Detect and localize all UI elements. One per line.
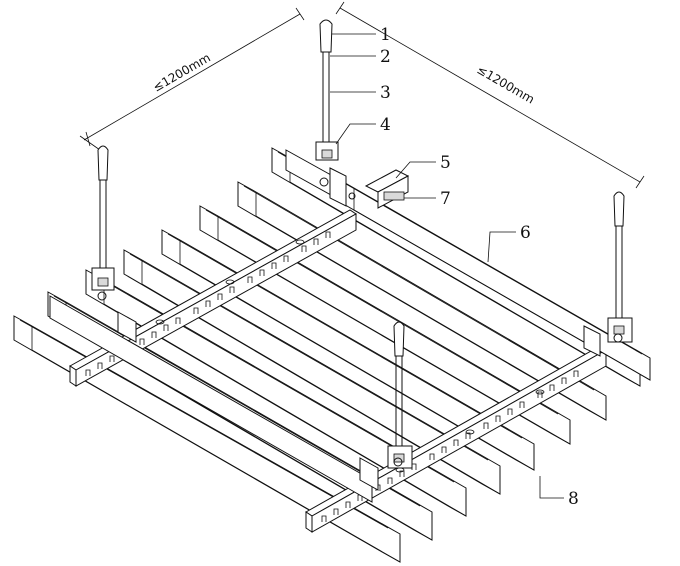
suspension-assembly-back — [285, 19, 347, 207]
carrier-rail-back — [69, 209, 357, 387]
callout-5: 5 — [440, 153, 451, 173]
strip-front — [13, 315, 401, 563]
callout-8: 8 — [568, 489, 579, 509]
rod-top-nut — [319, 19, 333, 53]
callout-7: 7 — [440, 189, 451, 209]
callout-1: 1 — [380, 25, 391, 45]
callout-2: 2 — [380, 47, 391, 67]
callouts: 1 2 3 4 5 7 6 8 — [330, 25, 579, 509]
dim-right-label: ≤1200mm — [475, 62, 537, 106]
dim-left-label: ≤1200mm — [151, 50, 213, 94]
callout-3: 3 — [380, 83, 391, 103]
callout-4: 4 — [380, 115, 391, 135]
suspension-assembly-right — [583, 191, 633, 357]
strip — [161, 229, 535, 471]
dimension-left: ≤1200mm — [79, 7, 305, 151]
suspension-assembly-left — [91, 145, 137, 343]
connector-piece — [348, 169, 410, 209]
main-runner-channel — [49, 179, 651, 503]
suspension-assembly-front — [359, 321, 413, 491]
callout-6: 6 — [520, 223, 531, 243]
strip — [123, 249, 501, 495]
carrier-rail-front — [305, 345, 607, 533]
